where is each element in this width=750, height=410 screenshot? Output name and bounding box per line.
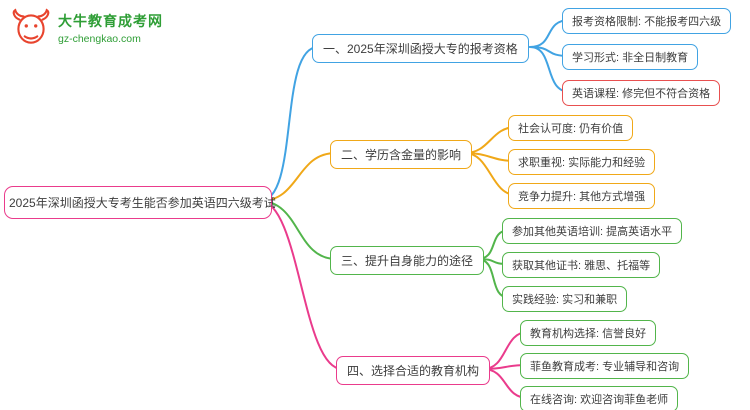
leaf-node-4-3: 在线咨询: 欢迎咨询菲鱼老师 — [520, 386, 679, 410]
branch-node-2: 二、学历含金量的影响 — [330, 140, 473, 169]
leaf-node-1-3: 英语课程: 修完但不符合资格 — [562, 80, 721, 106]
leaf-node-2-3: 竞争力提升: 其他方式增强 — [508, 183, 656, 209]
root-node: 2025年深圳函授大专考生能否参加英语四六级考试 — [4, 186, 276, 219]
leaf-node-3-3: 实践经验: 实习和兼职 — [502, 286, 628, 312]
branch-node-4: 四、选择合适的教育机构 — [336, 356, 491, 385]
connector-root-branch4 — [259, 200, 343, 370]
connector-root-branch1 — [259, 46, 319, 202]
leaf-node-3-2: 获取其他证书: 雅思、托福等 — [502, 252, 661, 278]
leaf-node-2-2: 求职重视: 实际能力和经验 — [508, 149, 656, 175]
branch-node-1: 一、2025年深圳函授大专的报考资格 — [312, 34, 529, 63]
cow-head-icon — [12, 8, 50, 44]
logo-title: 大牛教育成考网 — [58, 13, 163, 29]
leaf-node-3-1: 参加其他英语培训: 提高英语水平 — [502, 218, 683, 244]
leaf-node-4-1: 教育机构选择: 信誉良好 — [520, 320, 657, 346]
branch-node-3: 三、提升自身能力的途径 — [330, 246, 485, 275]
leaf-node-4-2: 菲鱼教育成考: 专业辅导和咨询 — [520, 353, 690, 379]
logo-subtitle: gz-chengkao.com — [58, 33, 141, 45]
leaf-node-1-1: 报考资格限制: 不能报考四六级 — [562, 8, 732, 34]
leaf-node-2-1: 社会认可度: 仍有价值 — [508, 115, 634, 141]
site-logo[interactable]: 大牛教育成考网 gz-chengkao.com — [10, 8, 163, 48]
leaf-node-1-2: 学习形式: 非全日制教育 — [562, 44, 699, 70]
